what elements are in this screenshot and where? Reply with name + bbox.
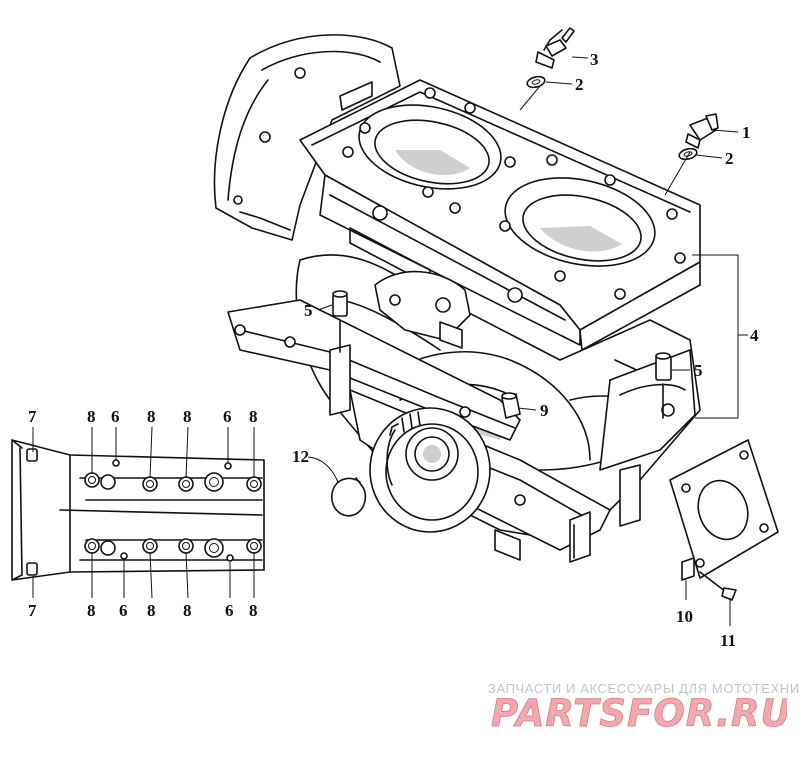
inset-top-callout-1: 8 bbox=[87, 407, 96, 426]
inset-bottom-callout-3: 8 bbox=[147, 601, 156, 620]
dowel-pin-part-5a bbox=[332, 290, 348, 353]
inset-top-callout-5: 6 bbox=[223, 407, 232, 426]
callout-2a: 2 bbox=[575, 75, 584, 94]
inset-bottom-callout-1: 8 bbox=[87, 601, 96, 620]
inset-top-callout-4: 8 bbox=[183, 407, 192, 426]
inset-bottom-callout-4: 8 bbox=[183, 601, 192, 620]
washer-part-2a bbox=[526, 75, 546, 89]
inset-bottom-view: 7 8 6 8 8 6 8 7 8 6 8 8 6 8 bbox=[11, 407, 265, 620]
callout-9: 9 bbox=[540, 401, 549, 420]
snap-ring-part-12 bbox=[331, 477, 367, 517]
callout-4: 4 bbox=[750, 326, 759, 345]
callout-2b: 2 bbox=[725, 149, 734, 168]
inset-top-callout-0: 7 bbox=[28, 407, 37, 426]
callout-5b: 5 bbox=[694, 361, 703, 380]
inset-bottom-callout-2: 6 bbox=[119, 601, 128, 620]
inset-bottom-callout-5: 6 bbox=[225, 601, 234, 620]
crankcase-assembly bbox=[213, 34, 701, 563]
callout-3: 3 bbox=[590, 50, 599, 69]
bushing-part-9 bbox=[501, 392, 521, 419]
callout-12: 12 bbox=[292, 447, 309, 466]
gasket-part-10 bbox=[669, 439, 779, 581]
washer-part-2b bbox=[678, 147, 698, 161]
bolt-part-3 bbox=[535, 27, 575, 69]
plug-bolt-part-1 bbox=[685, 113, 719, 149]
leader-lines bbox=[307, 56, 748, 626]
screw-part-11 bbox=[699, 571, 737, 601]
inset-top-callout-3: 8 bbox=[147, 407, 156, 426]
watermark-tagline: ЗАПЧАСТИ И АКСЕССУАРЫ ДЛЯ МОТОТЕХНИКИ bbox=[488, 681, 800, 696]
watermark-logo-text: PARTSFOR.RU bbox=[491, 692, 787, 735]
inset-top-callout-6: 8 bbox=[249, 407, 258, 426]
callout-5a: 5 bbox=[304, 301, 313, 320]
callout-labels: 3 2 1 2 4 5 5 9 12 10 11 bbox=[292, 50, 759, 650]
callout-10: 10 bbox=[676, 607, 693, 626]
callout-11: 11 bbox=[720, 631, 736, 650]
watermark-logo: PARTSFOR.RU bbox=[491, 692, 787, 735]
inset-top-callout-2: 6 bbox=[111, 407, 120, 426]
inset-bottom-callout-0: 7 bbox=[28, 601, 37, 620]
callout-1: 1 bbox=[742, 123, 751, 142]
inset-bottom-callout-6: 8 bbox=[249, 601, 258, 620]
dowel-pin-part-5b bbox=[655, 352, 672, 419]
